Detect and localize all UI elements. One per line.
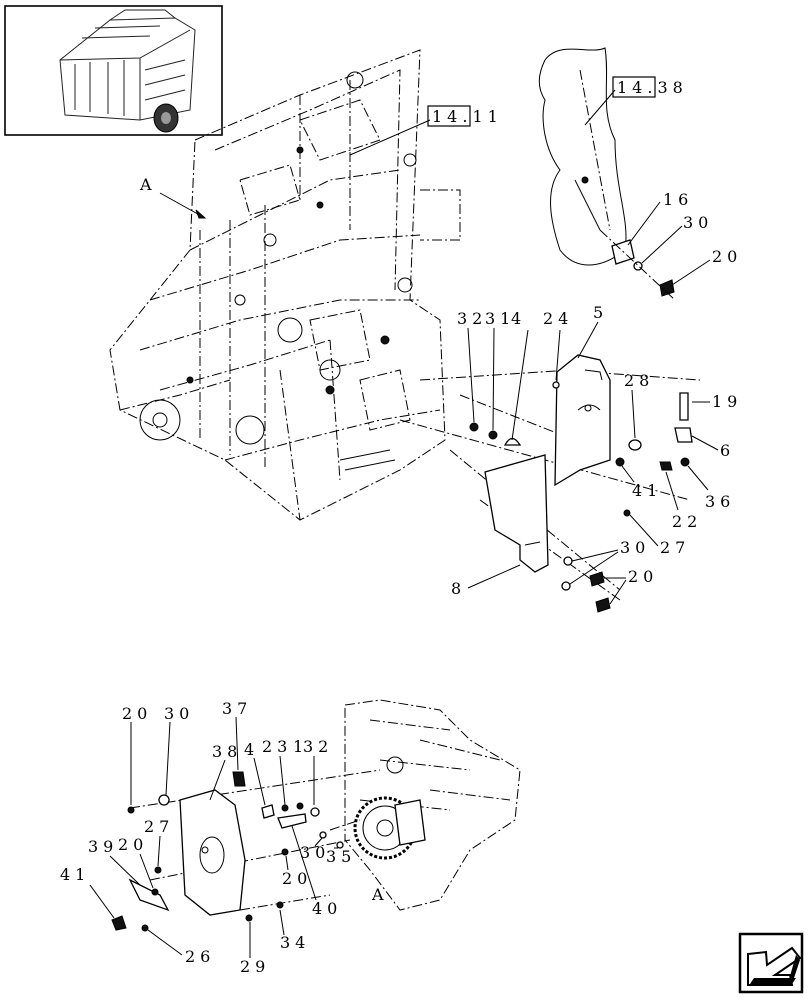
callout-20-top: 20 xyxy=(712,247,742,266)
callout-29: 29 xyxy=(240,957,270,976)
callout-39: 39 xyxy=(88,837,118,856)
callout-31: 31 xyxy=(485,309,515,328)
nut-34[interactable] xyxy=(276,901,284,909)
next-page-arrow-icon[interactable] xyxy=(738,932,804,994)
bolt-20-mid[interactable] xyxy=(589,571,605,587)
callout-41-b: 41 xyxy=(60,865,90,884)
callout-27-top: 27 xyxy=(660,538,690,557)
callout-30-mid: 30 xyxy=(620,538,650,557)
nut-32[interactable] xyxy=(469,422,479,432)
plate-39[interactable] xyxy=(128,878,170,912)
ref-label-14-38: 14.38 xyxy=(617,78,688,97)
nut-23[interactable] xyxy=(281,804,289,812)
bolt-20-b-bottom[interactable] xyxy=(151,888,159,896)
machine-thumbnail[interactable] xyxy=(4,5,223,136)
nut-31[interactable] xyxy=(488,430,498,440)
hub-block xyxy=(394,799,426,846)
callout-20-mid: 20 xyxy=(628,567,658,586)
nut-35[interactable] xyxy=(336,841,344,849)
nut-26[interactable] xyxy=(141,924,149,932)
callout-8: 8 xyxy=(451,579,466,598)
inset-detail-14-38 xyxy=(538,47,627,266)
fitting-37[interactable] xyxy=(232,771,246,787)
callout-28: 28 xyxy=(624,371,654,390)
ref-box-14-11[interactable]: 14.11 xyxy=(427,105,503,127)
callout-19: 19 xyxy=(712,392,742,411)
callout-40: 40 xyxy=(312,899,342,918)
callout-38: 38 xyxy=(212,742,242,761)
shield-8[interactable] xyxy=(484,454,549,573)
callout-26: 26 xyxy=(185,947,215,966)
callout-32-b: 32 xyxy=(303,737,333,756)
screw-27[interactable] xyxy=(623,509,631,517)
shield-5[interactable] xyxy=(554,354,611,487)
callout-20-b2: 20 xyxy=(118,835,148,854)
bracket-40[interactable] xyxy=(277,813,307,829)
guide-lines-bottom xyxy=(129,769,381,911)
callout-1: 1 xyxy=(293,737,308,756)
bolt-20-top[interactable] xyxy=(659,279,675,297)
bolt-22[interactable] xyxy=(659,461,673,471)
callout-32: 32 xyxy=(457,309,487,328)
nut-1[interactable] xyxy=(296,802,304,810)
callout-36: 36 xyxy=(705,492,735,511)
callout-30-b: 30 xyxy=(164,704,194,723)
view-marker-a-top: A xyxy=(139,175,157,194)
bolt-20-bottom[interactable] xyxy=(127,806,135,814)
callout-4-top: 4 xyxy=(511,309,526,328)
washer-28[interactable] xyxy=(628,439,642,451)
callout-35: 35 xyxy=(326,847,356,866)
callout-5: 5 xyxy=(593,303,608,322)
bracket-6[interactable] xyxy=(674,427,693,443)
callout-16: 16 xyxy=(663,190,693,209)
callout-27-b: 27 xyxy=(144,817,174,836)
nut-29[interactable] xyxy=(245,914,253,922)
callout-30-b2: 30 xyxy=(300,843,330,862)
callout-6: 6 xyxy=(720,441,735,460)
callout-34: 34 xyxy=(280,933,310,952)
bolt-19[interactable] xyxy=(679,392,689,421)
callout-20-b: 20 xyxy=(122,704,152,723)
callout-41-top: 41 xyxy=(632,481,662,500)
bolt-20-c-bottom[interactable] xyxy=(281,848,289,856)
callout-37: 37 xyxy=(222,699,252,718)
washer-30-mid-b[interactable] xyxy=(561,581,571,591)
washer-30-bottom[interactable] xyxy=(158,794,170,806)
bolt-41-bottom[interactable] xyxy=(111,915,127,931)
callout-30-top: 30 xyxy=(683,213,713,232)
washer-30-mid[interactable] xyxy=(563,556,573,566)
hub-small xyxy=(386,756,404,774)
nut-36[interactable] xyxy=(680,457,690,467)
view-marker-a-bottom: A xyxy=(371,885,389,904)
washer-30-top[interactable] xyxy=(633,261,643,271)
frame-details xyxy=(139,71,417,471)
pin-24[interactable] xyxy=(552,381,560,389)
callout-23: 23 xyxy=(262,737,292,756)
nut-41[interactable] xyxy=(615,457,625,467)
ref-label-14-11: 14.11 xyxy=(432,107,503,126)
baler-frame-phantom xyxy=(109,49,461,521)
clip-4-bottom[interactable] xyxy=(261,804,275,819)
washer-32-bottom[interactable] xyxy=(310,807,320,817)
washer-30-b-bottom[interactable] xyxy=(319,831,327,839)
shield-38[interactable] xyxy=(179,789,246,916)
screw-27-bottom[interactable] xyxy=(154,866,162,874)
callout-24: 24 xyxy=(543,309,573,328)
callout-4-b: 4 xyxy=(244,740,259,759)
clip-4[interactable] xyxy=(503,437,522,446)
ref-box-14-38[interactable]: 14.38 xyxy=(612,76,688,98)
callout-22: 22 xyxy=(672,512,702,531)
bolt-20-mid-b[interactable] xyxy=(595,597,611,613)
callout-20-b3: 20 xyxy=(282,869,312,888)
